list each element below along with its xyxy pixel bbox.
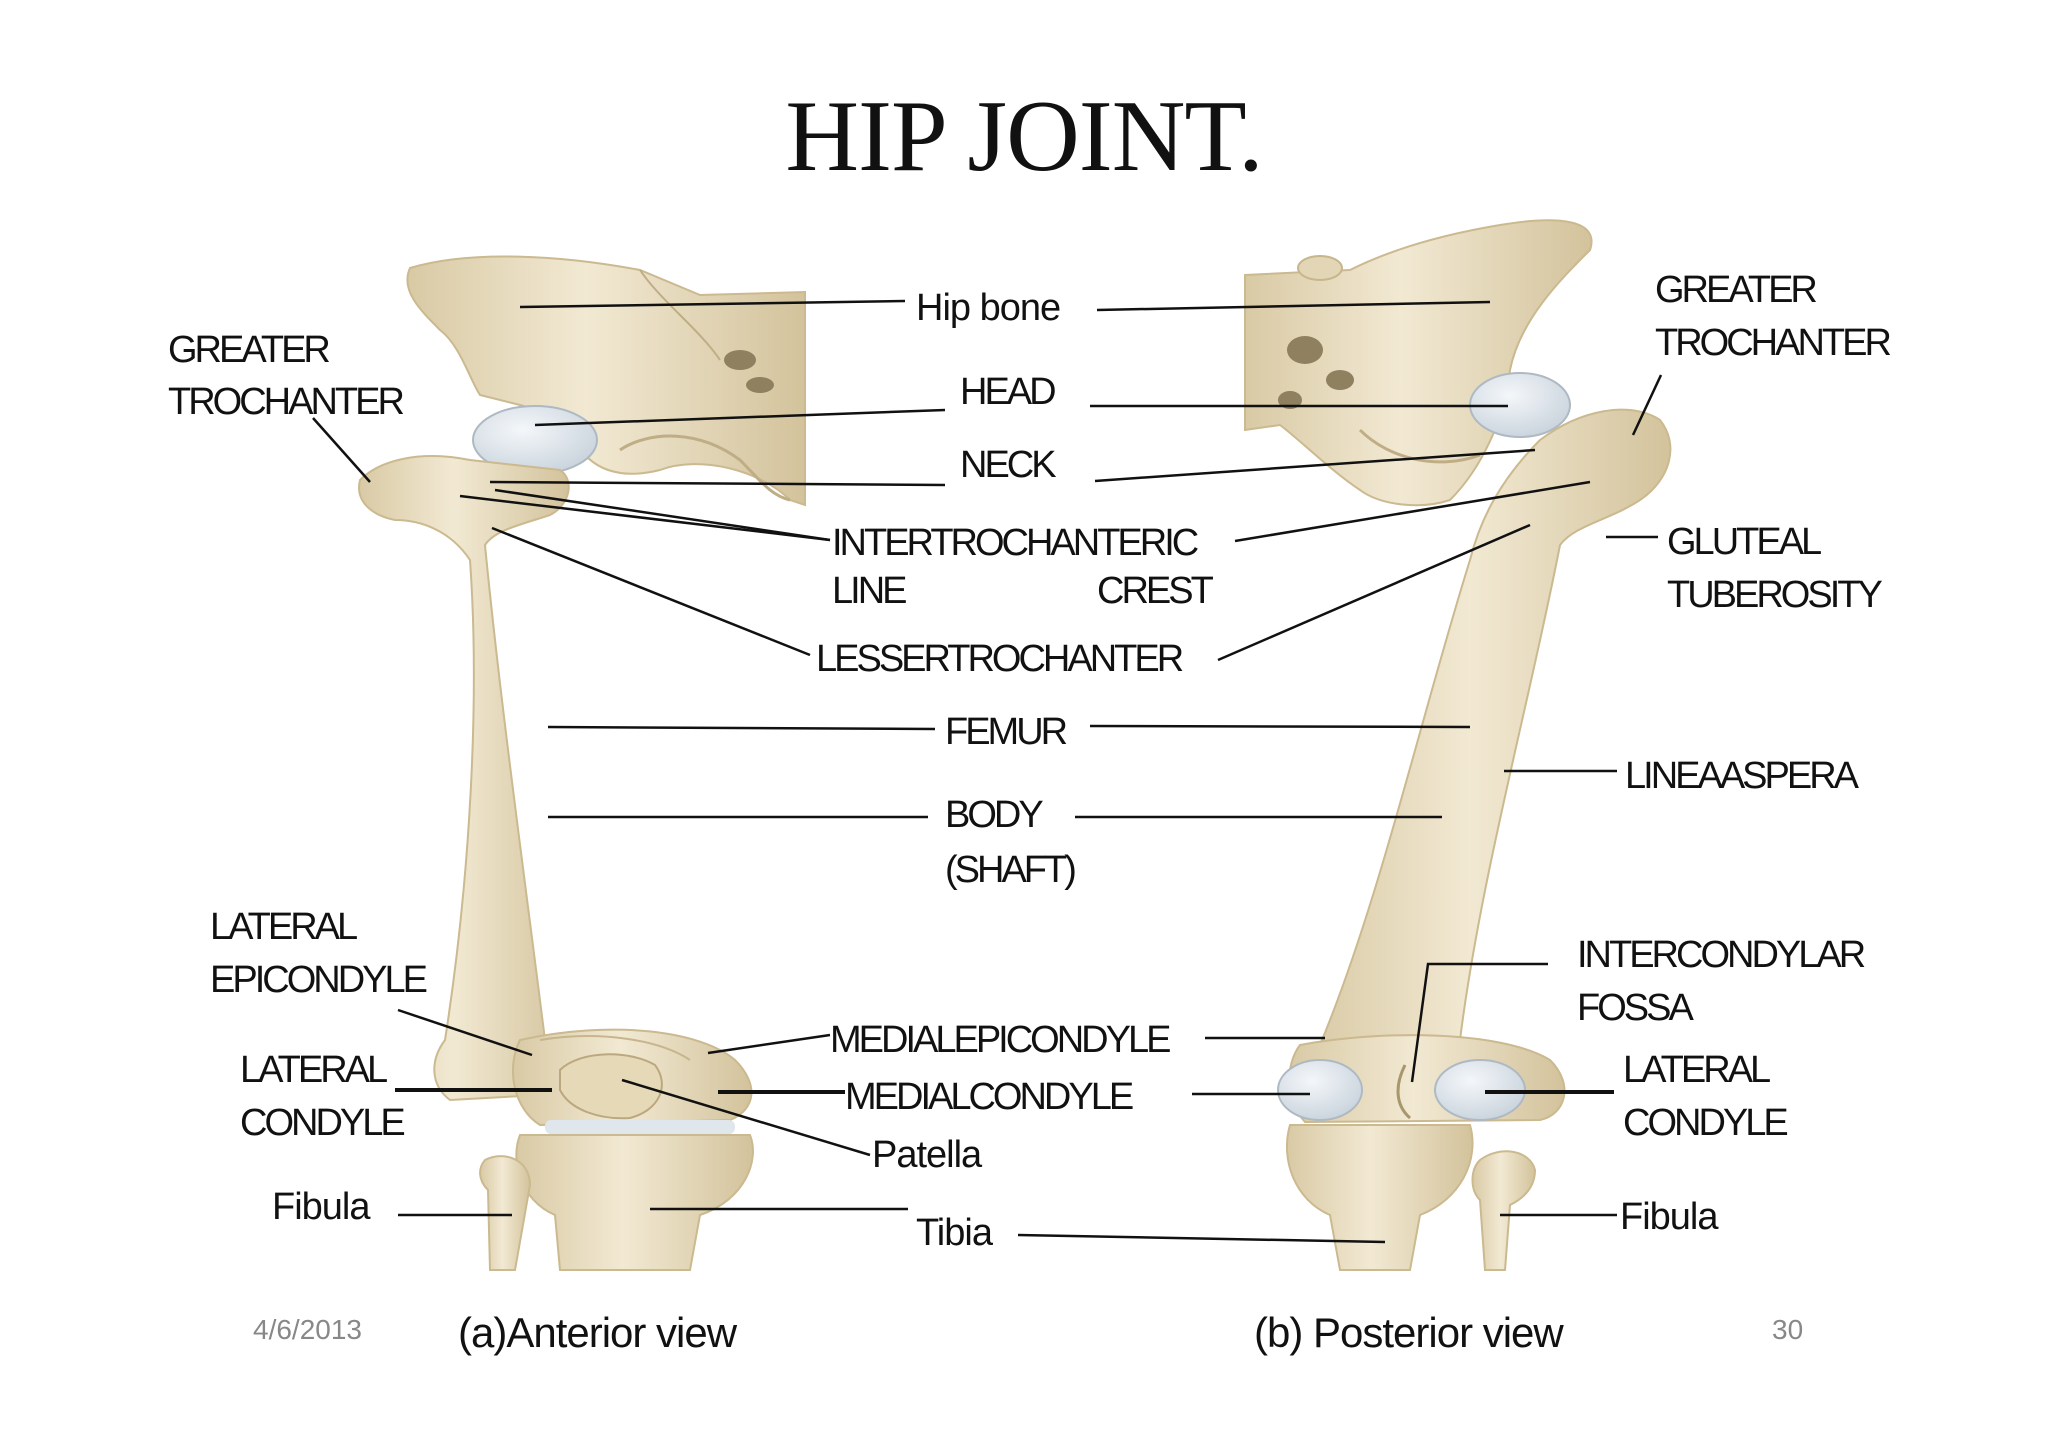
greater-trochanter-left-line2: TROCHANTER <box>168 381 405 423</box>
leader-lines <box>312 299 1663 1244</box>
anterior-tibia-fibula <box>479 1120 754 1271</box>
posterior-hip-bone <box>1244 219 1593 507</box>
intertrochanteric-line-label: LINE <box>832 570 908 612</box>
femur-label: FEMUR <box>945 711 1068 753</box>
intertrochanteric-label: INTERTROCHANTERIC <box>832 522 1199 564</box>
lateral-epicondyle-label-line1: LATERAL <box>210 906 358 948</box>
greater-trochanter-right-line1: GREATER <box>1655 269 1818 311</box>
shaft-label: (SHAFT) <box>945 849 1077 891</box>
tibia-label: Tibia <box>916 1212 993 1254</box>
body-label: BODY <box>945 794 1044 836</box>
linea-aspera-label: LINEAASPERA <box>1625 755 1859 797</box>
anterior-view-caption: (a)Anterior view <box>458 1309 737 1356</box>
slide-date: 4/6/2013 <box>253 1314 362 1345</box>
lateral-condyle-right-label-line2: CONDYLE <box>1623 1102 1789 1144</box>
lesser-trochanter-label: LESSERTROCHANTER <box>816 638 1184 680</box>
slide-title: HIP JOINT. <box>785 80 1263 193</box>
posterior-tibia-fibula <box>1285 1124 1537 1271</box>
hip-bone-label: Hip bone <box>916 287 1061 329</box>
anterior-patella <box>559 1053 663 1120</box>
gluteal-label-line2: TUBEROSITY <box>1667 574 1883 616</box>
lateral-condyle-left-label-line2: CONDYLE <box>240 1102 406 1144</box>
medial-condyle-label: MEDIALCONDYLE <box>845 1076 1134 1118</box>
anterior-femur <box>358 455 753 1127</box>
intercondylar-label-line2: FOSSA <box>1577 987 1694 1029</box>
lateral-condyle-right-label-line1: LATERAL <box>1623 1049 1771 1091</box>
greater-trochanter-left-line1: GREATER <box>168 329 331 371</box>
medial-epicondyle-label: MEDIALEPICONDYLE <box>830 1019 1171 1061</box>
intercondylar-label-line1: INTERCONDYLAR <box>1577 934 1866 976</box>
neck-label: NECK <box>960 444 1057 486</box>
fibula-right-label: Fibula <box>1620 1196 1718 1238</box>
posterior-view-caption: (b) Posterior view <box>1254 1309 1564 1356</box>
intertrochanteric-crest-label: CREST <box>1097 570 1214 612</box>
lateral-epicondyle-label-line2: EPICONDYLE <box>210 959 428 1001</box>
patella-label: Patella <box>872 1134 982 1176</box>
gluteal-label-line1: GLUTEAL <box>1667 521 1822 563</box>
slide-page-number: 30 <box>1772 1314 1804 1345</box>
fibula-left-label: Fibula <box>272 1186 370 1228</box>
head-label: HEAD <box>960 371 1057 413</box>
greater-trochanter-right-line2: TROCHANTER <box>1655 322 1892 364</box>
anterior-hip-bone <box>406 255 806 507</box>
lateral-condyle-left-label-line1: LATERAL <box>240 1049 388 1091</box>
